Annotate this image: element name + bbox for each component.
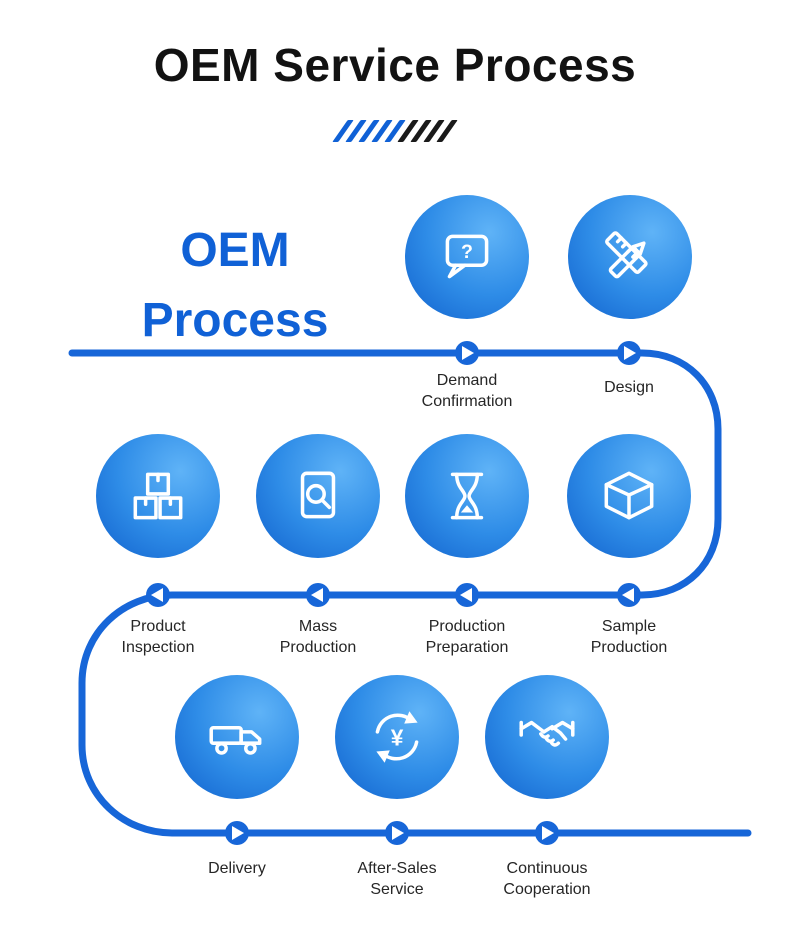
step-circle-design <box>568 195 692 319</box>
flow-arrow <box>225 821 249 845</box>
step-label-after-sales-service: After-Sales Service <box>357 860 437 898</box>
carton-box-icon <box>604 471 654 520</box>
step-circle-delivery <box>175 675 299 799</box>
step-label-design: Design <box>604 379 654 396</box>
document-magnifier-icon <box>300 471 336 519</box>
stacked-boxes-icon <box>133 472 183 520</box>
step-circle-after-sales-service: ¥ <box>335 675 459 799</box>
step-circle-sample-production <box>567 434 691 558</box>
refresh-yen-icon: ¥ <box>375 711 419 763</box>
flow-arrow <box>617 583 641 607</box>
oem-process-heading: OEM Process <box>141 224 329 347</box>
step-circle-production-preparation <box>405 434 529 558</box>
step-circle-demand-confirmation: ? <box>405 195 529 319</box>
pencil-ruler-icon <box>605 231 648 279</box>
step-circle-mass-production <box>256 434 380 558</box>
flow-arrow <box>306 583 330 607</box>
step-label-delivery: Delivery <box>208 860 266 877</box>
flow-arrow <box>146 583 170 607</box>
page-title: OEM Service Process <box>153 39 637 91</box>
step-label-product-inspection: Product Inspection <box>121 618 195 656</box>
slash-decoration <box>332 120 458 142</box>
speech-question-icon: ? <box>445 234 489 279</box>
step-label-mass-production: Mass Production <box>279 618 357 656</box>
step-label-continuous-cooperation: Continuous Cooperation <box>503 860 591 898</box>
flow-arrow <box>617 341 641 365</box>
svg-text:?: ? <box>461 241 473 263</box>
flow-arrow <box>455 583 479 607</box>
delivery-truck-icon <box>209 725 262 755</box>
handshake-icon <box>519 720 575 747</box>
flow-arrow <box>455 341 479 365</box>
step-label-sample-production: Sample Production <box>590 618 668 656</box>
svg-text:¥: ¥ <box>391 724 404 750</box>
step-circle-product-inspection <box>96 434 220 558</box>
flow-arrow <box>535 821 559 845</box>
hourglass-icon <box>450 472 484 520</box>
step-label-demand-confirmation: Demand Confirmation <box>421 372 513 410</box>
step-circle-continuous-cooperation <box>485 675 609 799</box>
step-label-production-preparation: Production Preparation <box>425 618 509 656</box>
flow-arrow <box>385 821 409 845</box>
